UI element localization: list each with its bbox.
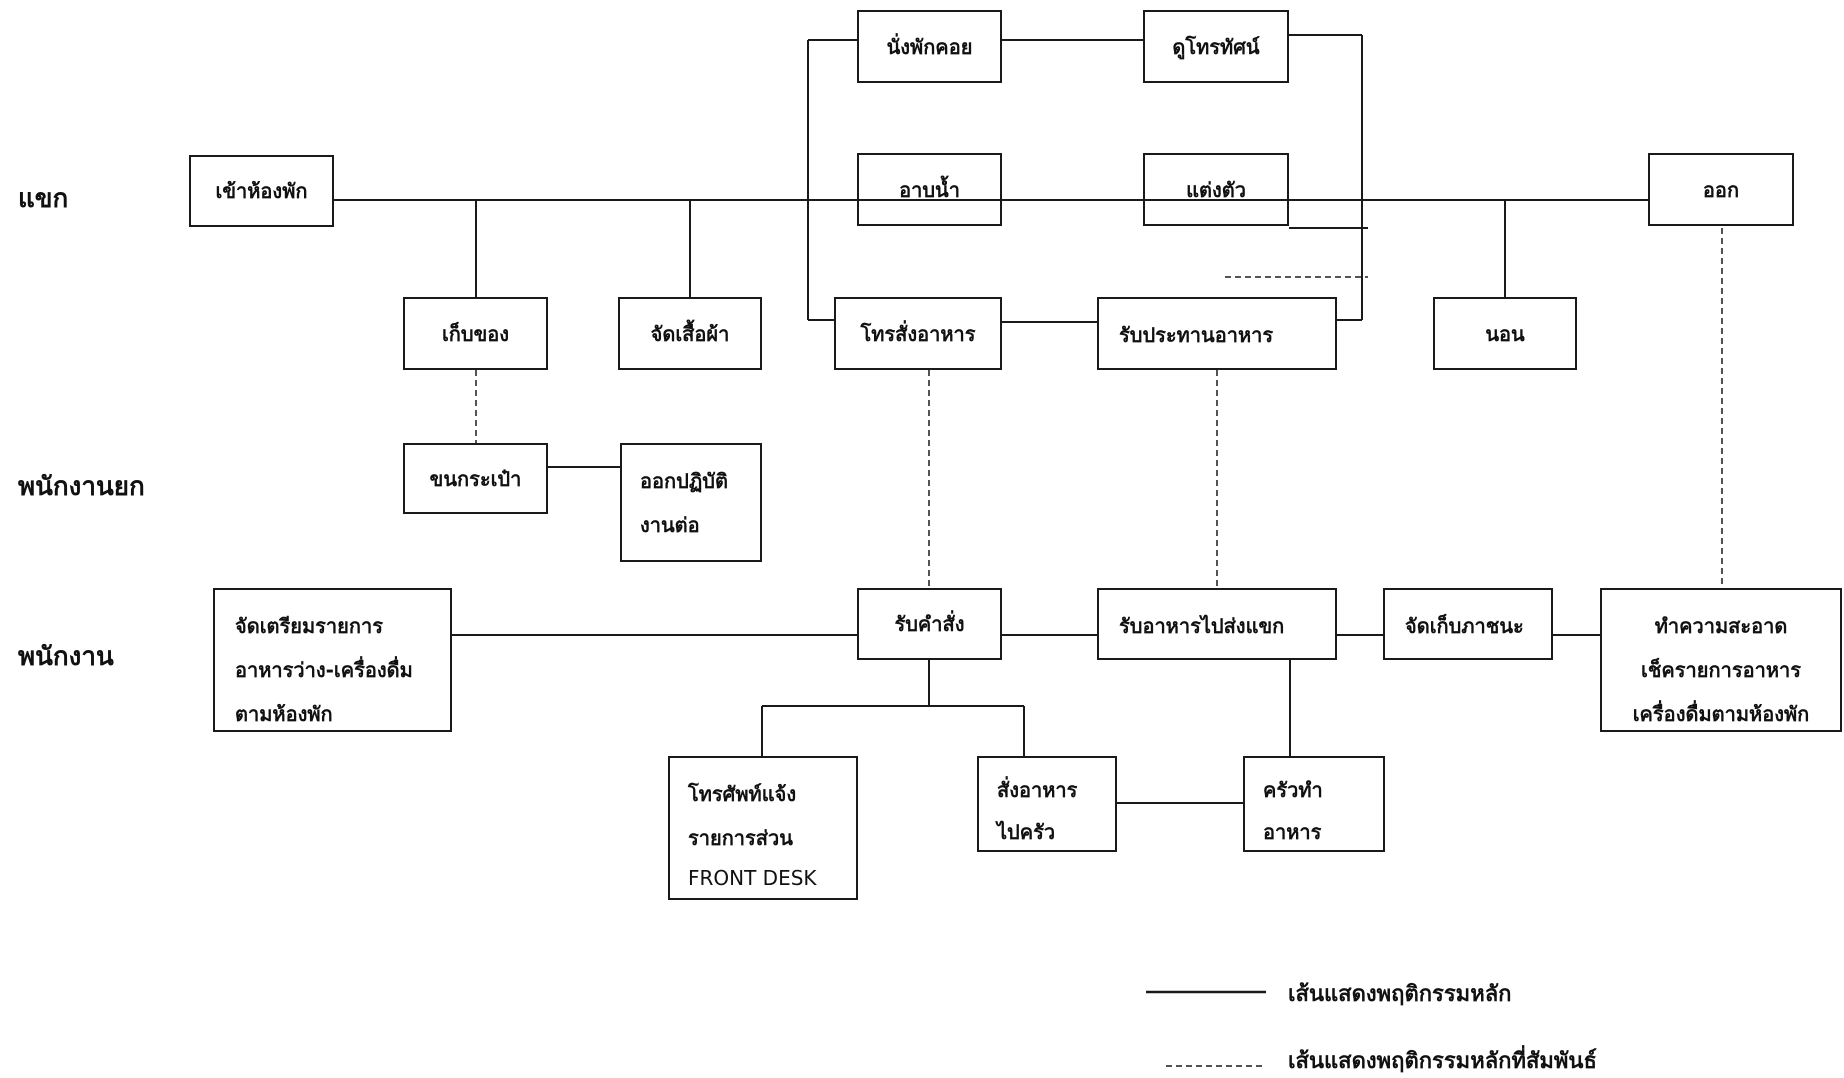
box-store-items: เก็บของ (403, 297, 548, 370)
box-label: จัดเก็บภาชนะ (1405, 614, 1524, 638)
legend-related-label: เส้นแสดงพฤติกรรมหลักที่สัมพันธ์ (1288, 1049, 1597, 1074)
box-label-line: สั่งอาหาร (997, 778, 1078, 802)
box-receive-order: รับคำสั่ง (857, 588, 1002, 660)
box-clean-room: ทำความสะอาด เช็ครายการอาหาร เครื่องดื่มต… (1600, 588, 1842, 732)
box-label: ขนกระเป๋า (429, 466, 522, 491)
box-clear-dishes: จัดเก็บภาชนะ (1383, 588, 1553, 660)
box-deliver-food: รับอาหารไปส่งแขก (1097, 588, 1337, 660)
box-prepare-menu: จัดเตรียมรายการ อาหารว่าง-เครื่องดื่ม ตา… (213, 588, 452, 732)
box-label: อาบน้ำ (899, 177, 960, 202)
box-label-line: รายการส่วน (688, 826, 793, 850)
box-phone-front-desk: โทรศัพท์แจ้ง รายการส่วน FRONT DESK (668, 756, 858, 900)
box-check-in: เข้าห้องพัก (189, 155, 334, 227)
box-leave: ออก (1648, 153, 1794, 226)
box-label: จัดเสื้อผ้า (650, 321, 730, 346)
box-label: ออก (1702, 177, 1740, 202)
box-carry-bags: ขนกระเป๋า (403, 443, 548, 514)
box-label: แต่งตัว (1186, 177, 1246, 202)
box-label-line: ทำความสะอาด (1654, 614, 1788, 638)
box-arrange-clothes: จัดเสื้อผ้า (618, 297, 762, 370)
box-label-line: จัดเตรียมรายการ (235, 614, 383, 638)
box-sleep: นอน (1433, 297, 1577, 370)
box-label: รับคำสั่ง (894, 612, 965, 636)
box-label: นั่งพักคอย (886, 34, 973, 59)
lane-label-porter: พนักงานยก (18, 472, 145, 502)
box-label-line: ออกปฏิบัติ (640, 469, 728, 493)
box-label-line: เครื่องดื่มตามห้องพัก (1632, 702, 1810, 726)
box-go-other-work: ออกปฏิบัติ งานต่อ (620, 443, 762, 562)
box-order-to-kitchen: สั่งอาหาร ไปครัว (977, 756, 1117, 852)
box-call-order-food: โทรสั่งอาหาร (834, 297, 1002, 370)
box-dress: แต่งตัว (1143, 153, 1289, 226)
box-eat-food: รับประทานอาหาร (1097, 297, 1337, 370)
box-label: นอน (1485, 321, 1525, 346)
lane-label-guest: แขก (18, 184, 69, 214)
box-label-line: โทรศัพท์แจ้ง (688, 782, 797, 806)
box-label-line: ตามห้องพัก (235, 702, 333, 726)
box-label-line: งานต่อ (640, 513, 700, 537)
box-label: รับประทานอาหาร (1119, 323, 1274, 347)
box-sit-wait: นั่งพักคอย (857, 10, 1002, 83)
box-label-line: ครัวทำ (1263, 778, 1323, 802)
box-label: เข้าห้องพัก (215, 179, 308, 203)
box-label-line: ไปครัว (997, 820, 1056, 844)
box-kitchen-cook: ครัวทำ อาหาร (1243, 756, 1385, 852)
box-label-line: FRONT DESK (688, 866, 817, 890)
box-label-line: อาหาร (1263, 820, 1322, 844)
box-label: โทรสั่งอาหาร (860, 321, 976, 346)
box-label: ดูโทรทัศน์ (1172, 34, 1260, 59)
lane-label-staff: พนักงาน (18, 642, 114, 672)
box-label: เก็บของ (441, 321, 510, 346)
legend-main-label: เส้นแสดงพฤติกรรมหลัก (1288, 982, 1512, 1007)
box-label: รับอาหารไปส่งแขก (1119, 614, 1285, 638)
box-watch-tv: ดูโทรทัศน์ (1143, 10, 1289, 83)
box-bathe: อาบน้ำ (857, 153, 1002, 226)
box-label-line: เช็ครายการอาหาร (1641, 658, 1801, 682)
box-label-line: อาหารว่าง-เครื่องดื่ม (235, 658, 413, 682)
